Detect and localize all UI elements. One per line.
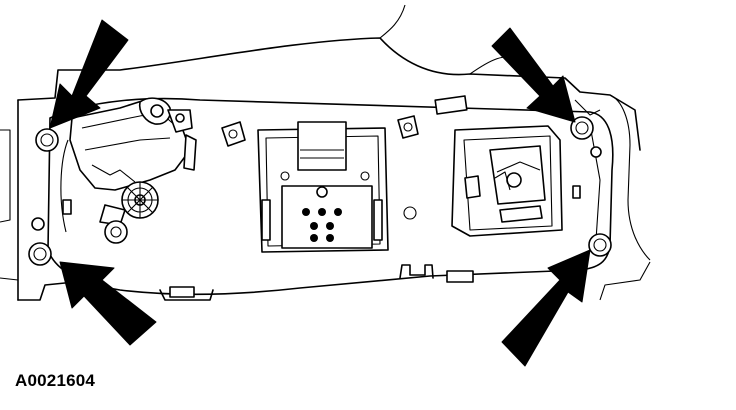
arrow-lower-right (501, 249, 591, 367)
dashboard-surround (0, 4, 651, 301)
blend-door-mechanism (62, 97, 197, 244)
retaining-clips (221, 115, 419, 147)
callout-arrows (49, 19, 591, 367)
arrow-lower-left (59, 261, 157, 346)
screw-lower-left (28, 217, 52, 266)
mode-switch-housing (257, 121, 417, 253)
arrow-upper-left (49, 19, 129, 129)
fan-switch-housing (451, 125, 602, 237)
screw-upper-right (570, 116, 594, 140)
figure-id-label: A0021604 (15, 371, 96, 390)
screw-upper-left (35, 128, 59, 152)
arrow-upper-right (491, 27, 576, 123)
fastener-screws (28, 116, 612, 266)
screw-lower-right (588, 233, 612, 257)
